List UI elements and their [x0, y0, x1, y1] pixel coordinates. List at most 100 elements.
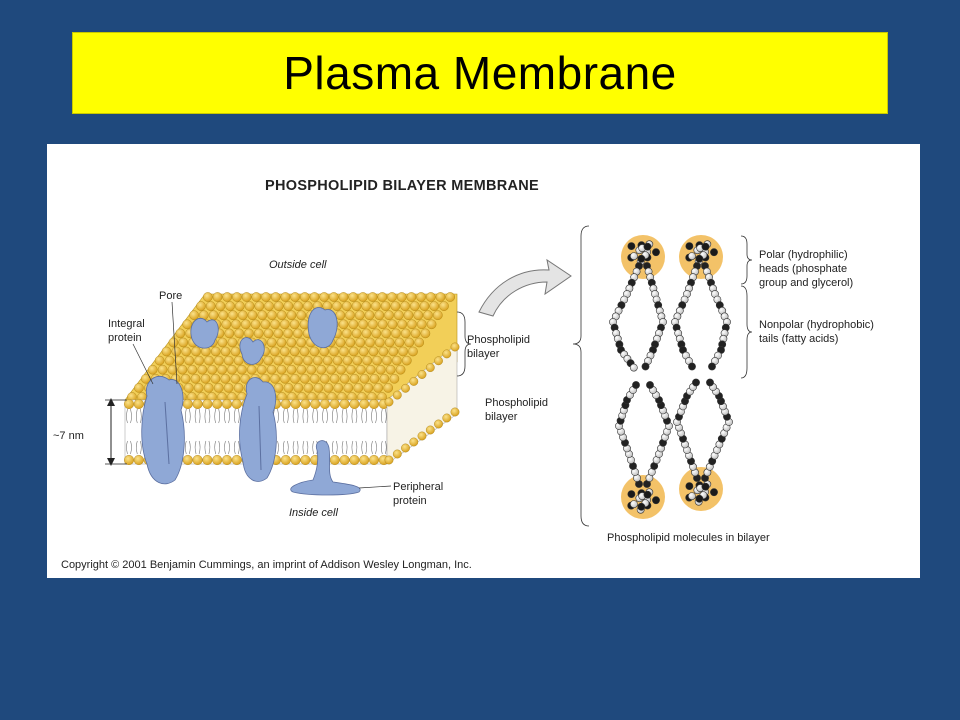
lipid-head	[387, 319, 398, 330]
lipid-head	[309, 373, 320, 384]
lipid-head	[395, 364, 406, 375]
lipid-head	[322, 355, 333, 366]
lipid-head	[247, 310, 258, 320]
lipid-head	[187, 364, 198, 375]
lipid-head	[286, 364, 297, 375]
lipid-tail	[371, 408, 377, 455]
polar-heads-brace	[740, 235, 753, 285]
lipid-head	[233, 383, 244, 393]
lipid-head	[349, 398, 360, 409]
bilayer-left-label-line1: Phospholipid	[467, 334, 530, 346]
lipid-tail	[283, 408, 289, 455]
lipid-head	[296, 310, 307, 320]
lipid-head	[384, 310, 394, 320]
atom-bead	[706, 378, 714, 387]
bilayer-left-label-line2: bilayer	[467, 348, 500, 360]
lipid-head	[425, 363, 435, 373]
lipid-head	[329, 346, 339, 357]
lipid-head	[181, 346, 191, 357]
lipid-tail	[234, 408, 240, 455]
lipid-head	[147, 364, 158, 375]
lipid-head	[192, 455, 203, 466]
lipid-head	[332, 355, 343, 366]
lipid-head	[359, 455, 370, 466]
lipid-head	[237, 364, 247, 375]
lipid-head	[182, 398, 193, 409]
atom-bead	[627, 490, 636, 498]
atom-bead	[629, 363, 638, 372]
lipid-head	[379, 373, 390, 384]
lipid-head	[290, 455, 301, 466]
lipid-head	[361, 328, 372, 339]
lipid-tail	[214, 408, 220, 455]
lipid-head	[133, 398, 144, 409]
lipid-head	[389, 373, 400, 384]
lipid-head	[234, 328, 244, 339]
lipid-head	[232, 292, 242, 302]
lipid-head	[223, 383, 234, 393]
lipid-head	[349, 373, 360, 384]
lipid-head	[293, 355, 303, 366]
lipid-head	[435, 292, 446, 302]
atom-bead	[652, 248, 660, 257]
lipid-head	[316, 364, 327, 375]
lipid-head	[180, 373, 191, 384]
lipid-head	[246, 364, 257, 375]
lipid-head	[391, 328, 401, 339]
lipid-tail	[332, 408, 338, 455]
lipid-head	[365, 364, 376, 375]
lipid-head	[351, 328, 362, 339]
lipid-head	[157, 364, 168, 375]
lipid-head	[400, 328, 411, 339]
lipid-head	[253, 328, 264, 339]
atom-bead	[643, 490, 652, 499]
atom-bead	[637, 502, 646, 511]
lipid-head	[388, 346, 399, 357]
lipid-head	[280, 373, 290, 384]
lipid-head	[312, 355, 323, 366]
atom-bead	[688, 492, 696, 500]
lipid-head	[378, 346, 389, 357]
lipid-head	[230, 373, 241, 384]
lipid-head	[339, 398, 350, 409]
lipid-head	[306, 364, 317, 375]
lipid-head	[260, 319, 271, 330]
lipid-head	[194, 355, 204, 366]
lipid-head	[240, 373, 250, 384]
lipid-head	[250, 319, 261, 330]
lipid-head	[410, 328, 421, 339]
lipid-head	[263, 328, 274, 339]
lipid-head	[240, 319, 251, 330]
lipid-head	[178, 337, 188, 348]
lipid-head	[394, 337, 405, 348]
bilayer-brace-left	[456, 311, 472, 377]
lipid-head	[398, 346, 408, 357]
phospholipid-molecules	[609, 235, 733, 519]
lipid-head	[409, 437, 419, 447]
lipid-head	[134, 383, 144, 393]
lipid-head	[355, 337, 366, 348]
lipid-head	[207, 364, 217, 375]
lipid-head	[380, 301, 391, 311]
lipid-head	[326, 364, 337, 375]
lipid-head	[184, 355, 194, 366]
slide-title-bar: Plasma Membrane	[72, 32, 888, 114]
lipid-head	[338, 319, 349, 330]
lipid-head	[409, 301, 420, 311]
lipid-head	[220, 373, 231, 384]
lipid-head	[218, 310, 229, 320]
lipid-head	[293, 328, 303, 339]
lipid-head	[213, 383, 224, 393]
lipid-head	[339, 455, 350, 466]
lipid-head	[264, 301, 274, 311]
lipid-head	[417, 370, 427, 379]
lipid-head	[133, 455, 144, 466]
lipid-head	[419, 301, 430, 311]
lipid-head	[210, 373, 221, 384]
lipid-head	[208, 310, 219, 320]
lipid-head	[300, 373, 310, 384]
lipid-head	[220, 346, 231, 357]
lipid-head	[371, 301, 381, 311]
lipid-head	[273, 355, 283, 366]
lipid-head	[384, 337, 395, 348]
